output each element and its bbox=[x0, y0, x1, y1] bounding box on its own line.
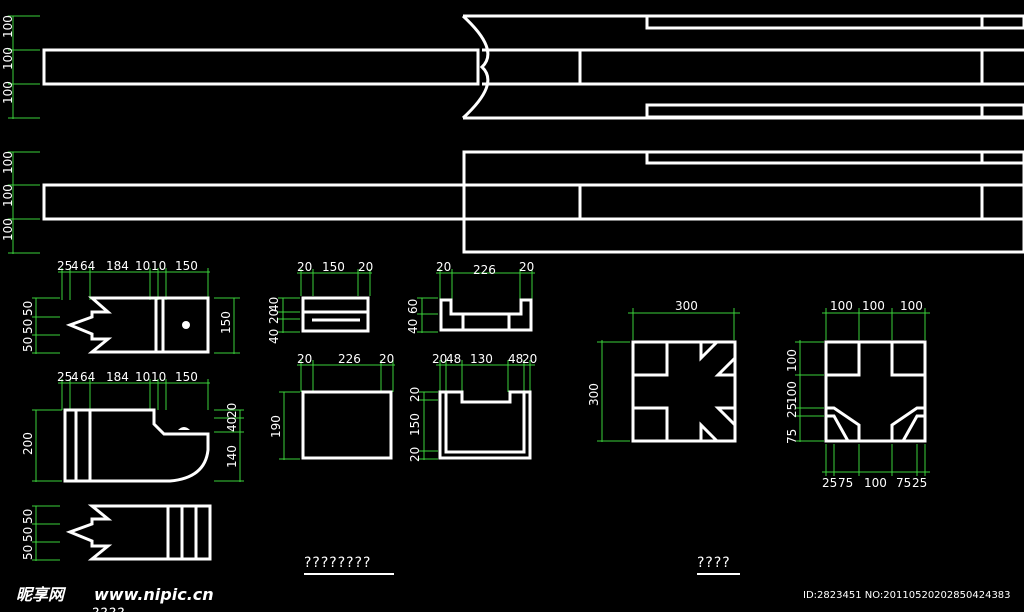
block-dim-d: 184 bbox=[106, 370, 129, 384]
block-right-1: 140 bbox=[225, 445, 239, 468]
ch1-left-3: 40 bbox=[267, 297, 281, 312]
beam2-dim-2: 100 bbox=[1, 184, 15, 207]
box1-dim-1: 20 bbox=[297, 352, 312, 366]
sq2-bottom-4: 75 bbox=[896, 476, 911, 490]
box1-dim-2: 226 bbox=[338, 352, 361, 366]
box2-dim-2: 48 bbox=[446, 352, 461, 366]
watermark-site: www.nipic.cn bbox=[94, 585, 214, 604]
block-right-3: 20 bbox=[225, 403, 239, 418]
fish1-right: 150 bbox=[219, 311, 233, 334]
box2-dim-5: 20 bbox=[522, 352, 537, 366]
sq2-top-2: 100 bbox=[862, 299, 885, 313]
fish1-dim-c: 64 bbox=[80, 259, 95, 273]
beam1-dim-2: 100 bbox=[1, 47, 15, 70]
fish2-left-3: 50 bbox=[21, 545, 35, 560]
ch1-left-2: 20 bbox=[267, 309, 281, 324]
title-right: ???? bbox=[697, 555, 731, 571]
sq2-bottom-3: 100 bbox=[864, 476, 887, 490]
sq2-left-2: 100 bbox=[785, 381, 799, 404]
watermark-logo: 昵享网 bbox=[16, 585, 67, 604]
watermark-id: ID:2823451 NO:20110520202850424383 bbox=[803, 590, 1011, 601]
ch2-dim-1: 20 bbox=[436, 260, 451, 274]
title-left: ???????? bbox=[304, 555, 371, 571]
box2-dim-3: 130 bbox=[470, 352, 493, 366]
fishtail-piece-2: 50 50 50 bbox=[21, 504, 212, 561]
block-dim-a: 25 bbox=[57, 370, 72, 384]
box1-left: 190 bbox=[269, 415, 283, 438]
box2-dim-1: 20 bbox=[432, 352, 447, 366]
beam-elevation-2: 100 100 100 bbox=[1, 150, 1024, 254]
fish2-left-2: 50 bbox=[21, 527, 35, 542]
sq2-left-3: 25 bbox=[785, 403, 799, 418]
ch1-dim-1: 20 bbox=[297, 260, 312, 274]
square-joint-2: 100 100 100 100 100 25 75 25 75 100 75 2… bbox=[785, 299, 930, 490]
block-dim-g: 150 bbox=[175, 370, 198, 384]
ch1-dim-2: 150 bbox=[322, 260, 345, 274]
sq2-top-1: 100 bbox=[830, 299, 853, 313]
block-dim-c: 64 bbox=[80, 370, 95, 384]
box2-left-1: 20 bbox=[408, 387, 422, 402]
square-joint-1: 300 300 bbox=[587, 299, 740, 443]
ch2-left-1: 40 bbox=[406, 319, 420, 334]
ch1-left-1: 40 bbox=[267, 329, 281, 344]
ch1-dim-3: 20 bbox=[358, 260, 373, 274]
box2-dim-4: 48 bbox=[508, 352, 523, 366]
channel-section-1: 20 150 20 40 20 40 bbox=[267, 260, 373, 344]
sq1-left: 300 bbox=[587, 383, 601, 406]
sq2-bottom-2: 75 bbox=[838, 476, 853, 490]
sq2-bottom-5: 25 bbox=[912, 476, 927, 490]
beam1-dim-3: 100 bbox=[1, 81, 15, 104]
beam2-dim-1: 100 bbox=[1, 151, 15, 174]
beam2-dim-3: 100 bbox=[1, 218, 15, 241]
fish1-left-1: 50 bbox=[21, 301, 35, 316]
fish1-dim-g: 150 bbox=[175, 259, 198, 273]
sq1-top: 300 bbox=[675, 299, 698, 313]
channel-section-2: 20 226 20 40 60 bbox=[406, 260, 535, 334]
fish1-left-2: 50 bbox=[21, 319, 35, 334]
block-dim-b: 4 bbox=[71, 370, 79, 384]
beam1-dim-1: 100 bbox=[1, 15, 15, 38]
block-right-2: 40 bbox=[225, 417, 239, 432]
block-height: 200 bbox=[21, 432, 35, 455]
fish1-dim-e: 10 bbox=[135, 259, 150, 273]
fishtail-piece-1: 25 4 64 184 10 10 150 50 50 50 150 bbox=[21, 259, 240, 354]
ch2-dim-3: 20 bbox=[519, 260, 534, 274]
sq2-left-1: 100 bbox=[785, 349, 799, 372]
box-section-1: 20 226 20 190 bbox=[269, 352, 395, 460]
sq2-bottom-1: 25 bbox=[822, 476, 837, 490]
title-bottom: ???? bbox=[92, 606, 126, 612]
bracket-block: 25 4 64 184 10 10 150 200 140 40 20 bbox=[21, 370, 244, 483]
fish2-left-1: 50 bbox=[21, 509, 35, 524]
ch2-dim-2: 226 bbox=[473, 263, 496, 277]
fish1-dim-a: 25 bbox=[57, 259, 72, 273]
fish1-dim-b: 4 bbox=[71, 259, 79, 273]
block-dim-e: 10 bbox=[135, 370, 150, 384]
box2-left-3: 20 bbox=[408, 447, 422, 462]
box2-left-2: 150 bbox=[408, 413, 422, 436]
fish1-left-3: 50 bbox=[21, 337, 35, 352]
sq2-left-4: 75 bbox=[785, 429, 799, 444]
ch2-left-2: 60 bbox=[406, 299, 420, 314]
block-dim-f: 10 bbox=[151, 370, 166, 384]
box-section-2: 20 48 130 48 20 20 150 20 bbox=[408, 352, 537, 462]
fish1-dim-d: 184 bbox=[106, 259, 129, 273]
sq2-top-3: 100 bbox=[900, 299, 923, 313]
fish1-dim-f: 10 bbox=[151, 259, 166, 273]
box1-dim-3: 20 bbox=[379, 352, 394, 366]
beam-elevation-1: 100 100 100 bbox=[1, 14, 1024, 120]
